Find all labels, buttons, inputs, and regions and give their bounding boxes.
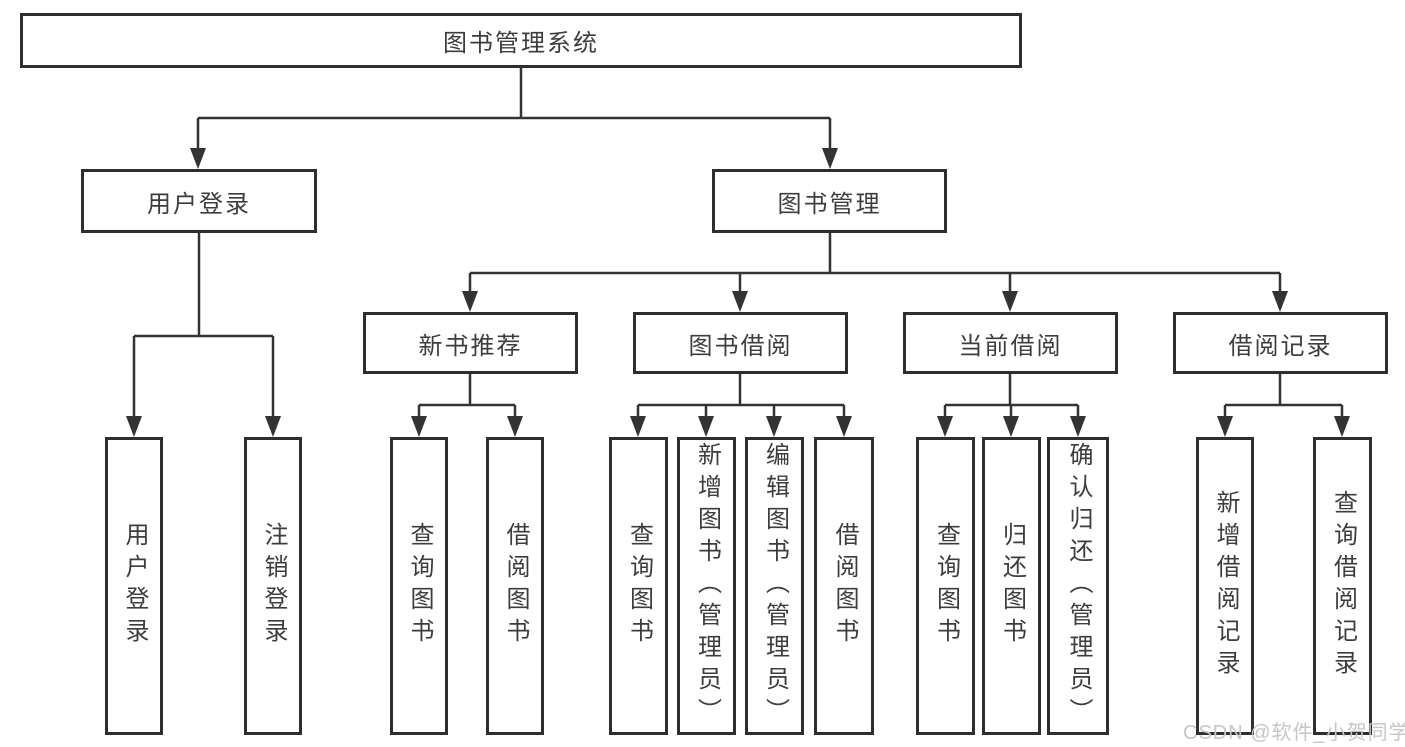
node-user-login: 用户登录	[81, 169, 317, 233]
leaf-records-query-borrow-record: 查询借阅记录	[1313, 437, 1372, 735]
leaf-current-query-books: 查询图书	[916, 437, 975, 735]
connector-new-book-recommend-branch	[411, 374, 523, 437]
connector-root-to-level2	[190, 68, 838, 169]
connector-current-borrow-branch	[937, 374, 1086, 437]
csdn-watermark: CSDN @软件_小贺同学	[1183, 722, 1405, 744]
leaf-newbook-query-books: 查询图书	[390, 437, 448, 735]
leaf-newbook-borrow-books: 借阅图书	[486, 437, 544, 735]
leaf-borrow-edit-books-admin: 编辑图书（管理员）	[745, 437, 804, 735]
node-book-borrow: 图书借阅	[633, 312, 848, 374]
leaf-logout: 注销登录	[244, 437, 302, 735]
connector-user-login-branch	[126, 233, 281, 437]
node-book-management: 图书管理	[712, 169, 947, 233]
leaf-borrow-query-books: 查询图书	[609, 437, 668, 735]
connector-book-management-branch	[462, 233, 1288, 312]
node-root: 图书管理系统	[20, 13, 1022, 68]
leaf-borrow-add-books-admin: 新增图书（管理员）	[677, 437, 736, 735]
node-current-borrow: 当前借阅	[903, 312, 1118, 374]
node-new-book-recommend: 新书推荐	[363, 312, 578, 374]
connector-borrow-records-branch	[1217, 374, 1350, 437]
leaf-current-return-books: 归还图书	[982, 437, 1041, 735]
connector-book-borrow-branch	[630, 374, 852, 437]
leaf-user-login: 用户登录	[105, 437, 163, 735]
leaf-current-confirm-return-admin: 确认归还（管理员）	[1047, 437, 1109, 735]
leaf-records-add-borrow-record: 新增借阅记录	[1196, 437, 1254, 735]
node-borrow-records: 借阅记录	[1173, 312, 1388, 374]
leaf-borrow-borrow-books: 借阅图书	[814, 437, 874, 735]
